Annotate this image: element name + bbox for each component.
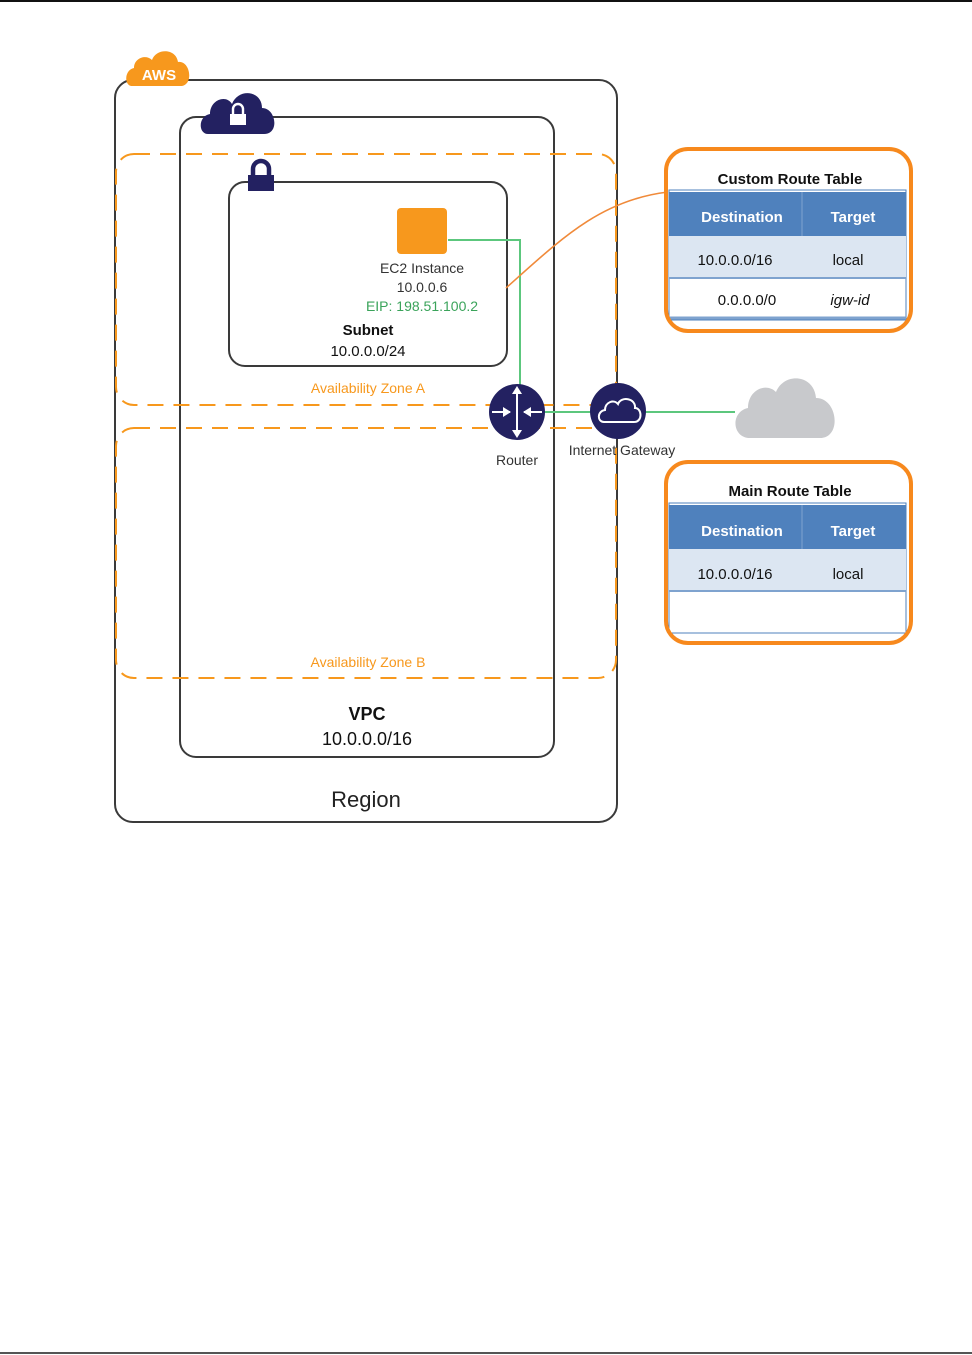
availability-zone-b-label: Availability Zone B <box>311 654 426 670</box>
main-route-table-destination: 10.0.0.0/16 <box>697 566 772 583</box>
subnet-cidr: 10.0.0.0/24 <box>330 343 405 360</box>
availability-zone-a-label: Availability Zone A <box>311 380 426 396</box>
availability-zone-b-box <box>115 427 617 679</box>
custom-route-table-target: igw-id <box>830 292 870 309</box>
internet-gateway-label: Internet Gateway <box>569 442 676 458</box>
router-label: Router <box>496 452 538 468</box>
custom-route-table <box>664 147 913 333</box>
main-route-table-row <box>669 549 906 591</box>
vpc-cloud-lock-icon <box>200 93 275 134</box>
custom-route-table-destination: 10.0.0.0/16 <box>697 252 772 269</box>
page-top-border <box>0 0 972 2</box>
vpc-cidr: 10.0.0.0/16 <box>322 729 412 749</box>
main-route-table-target: local <box>833 566 864 583</box>
vpc-label: VPC <box>348 704 385 724</box>
region-label: Region <box>331 787 401 812</box>
subnet-label: Subnet <box>343 322 394 339</box>
vpc-box <box>179 116 555 758</box>
main-route-table-title: Main Route Table <box>728 483 851 500</box>
main-route-table-header-target: Target <box>831 523 876 540</box>
aws-cloud-icon <box>126 51 190 86</box>
page-bottom-border <box>0 1352 972 1354</box>
aws-badge-label: AWS <box>142 67 176 84</box>
custom-route-table-header-target: Target <box>831 209 876 226</box>
ec2-instance-icon <box>397 208 447 254</box>
ec2-eip: EIP: 198.51.100.2 <box>366 298 478 314</box>
main-route-table <box>664 460 913 645</box>
subnet-route-table-association <box>505 191 669 289</box>
router-icon <box>489 384 545 440</box>
ec2-router-link <box>448 239 521 410</box>
main-route-table-header-row <box>669 505 906 549</box>
custom-route-table-row <box>669 236 906 278</box>
availability-zone-a-box <box>115 153 617 406</box>
custom-route-table-title: Custom Route Table <box>718 171 863 188</box>
internet-gateway-icon <box>590 383 646 439</box>
custom-route-table-destination: 0.0.0.0/0 <box>718 292 776 309</box>
ec2-private-ip: 10.0.0.6 <box>397 279 448 295</box>
custom-route-table-header-row <box>669 192 906 236</box>
main-route-table-header-destination: Destination <box>701 523 783 540</box>
subnet-lock-icon <box>248 158 274 191</box>
internet-cloud-icon <box>735 378 835 438</box>
custom-route-table-target: local <box>833 252 864 269</box>
ec2-label: EC2 Instance <box>380 260 464 276</box>
custom-route-table-header-destination: Destination <box>701 209 783 226</box>
